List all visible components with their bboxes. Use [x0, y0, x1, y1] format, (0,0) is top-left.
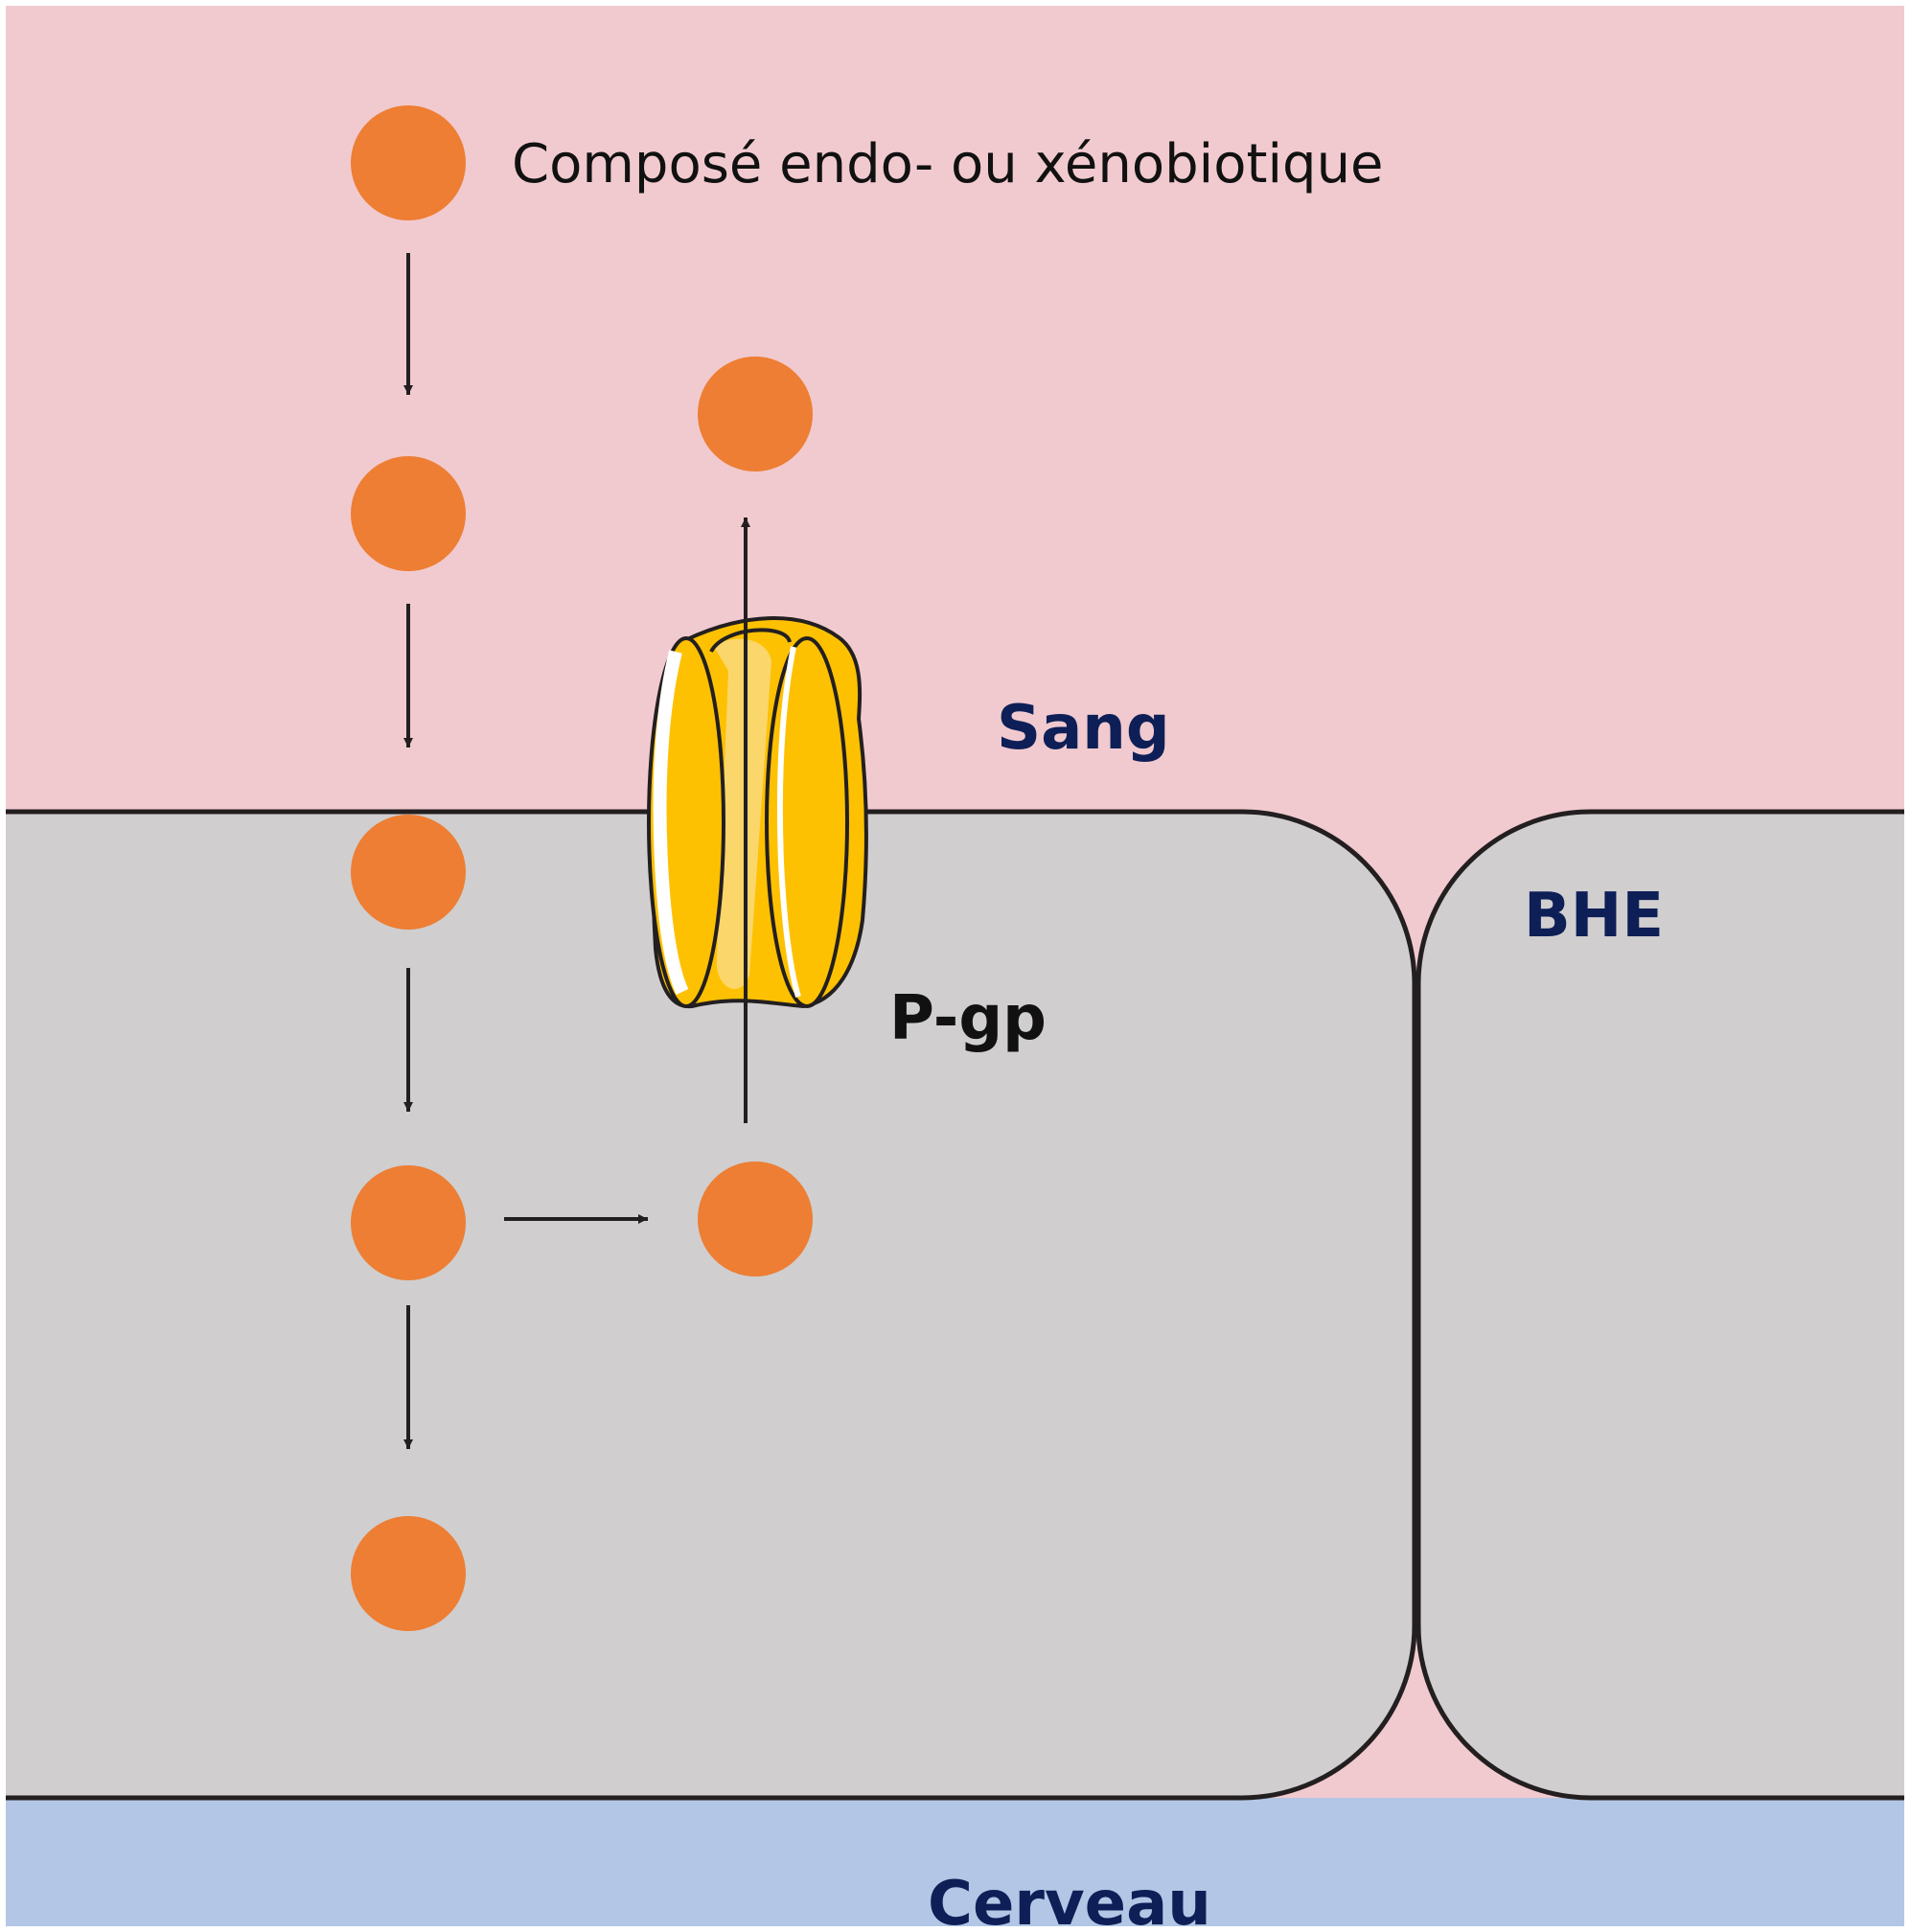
pgp-label: P-gp — [889, 983, 1047, 1054]
molecule-dot-icon — [351, 105, 466, 220]
molecule-dot-icon — [351, 456, 466, 571]
endothelial-cell-right — [1418, 812, 1904, 1798]
molecule-dot-icon — [351, 815, 466, 930]
molecule-dot-icon — [698, 356, 813, 472]
pgp-transporter-icon — [647, 616, 868, 1009]
molecule-dot-icon — [351, 1165, 466, 1280]
brain-region — [6, 1798, 1904, 1926]
molecule-dot-icon — [698, 1162, 813, 1276]
bbb-label: BHE — [1524, 881, 1664, 952]
brain-label: Cerveau — [928, 1869, 1211, 1932]
molecule-dot-icon — [351, 1516, 466, 1631]
membrane-left — [6, 809, 1417, 1801]
membrane-right — [1415, 809, 1904, 1801]
blood-label: Sang — [997, 693, 1170, 764]
compound-label: Composé endo- ou xénobiotique — [512, 133, 1384, 196]
